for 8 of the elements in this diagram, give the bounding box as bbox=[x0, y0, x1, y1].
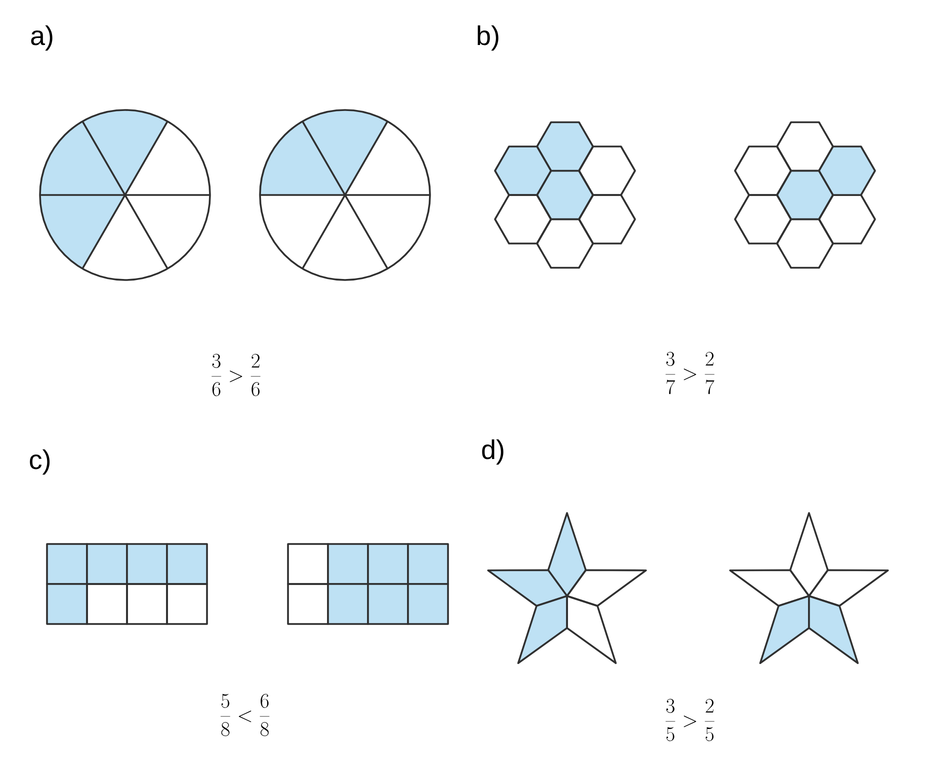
fraction-comparison: $\frac{3}{5} > \frac{2}{5}$ bbox=[666, 698, 714, 742]
panel-label: c) bbox=[30, 449, 50, 475]
fraction-comparison: $\frac{3}{7} > \frac{2}{7}$ bbox=[666, 352, 714, 394]
panel-label: a) bbox=[31, 25, 52, 51]
fraction-comparison: $\frac{5}{8} < \frac{6}{8}$ bbox=[220, 694, 270, 736]
panel-label: b) bbox=[478, 25, 498, 51]
fraction-comparison: $\frac{3}{6} > \frac{2}{6}$ bbox=[212, 354, 260, 396]
panel-label: d) bbox=[482, 439, 504, 465]
